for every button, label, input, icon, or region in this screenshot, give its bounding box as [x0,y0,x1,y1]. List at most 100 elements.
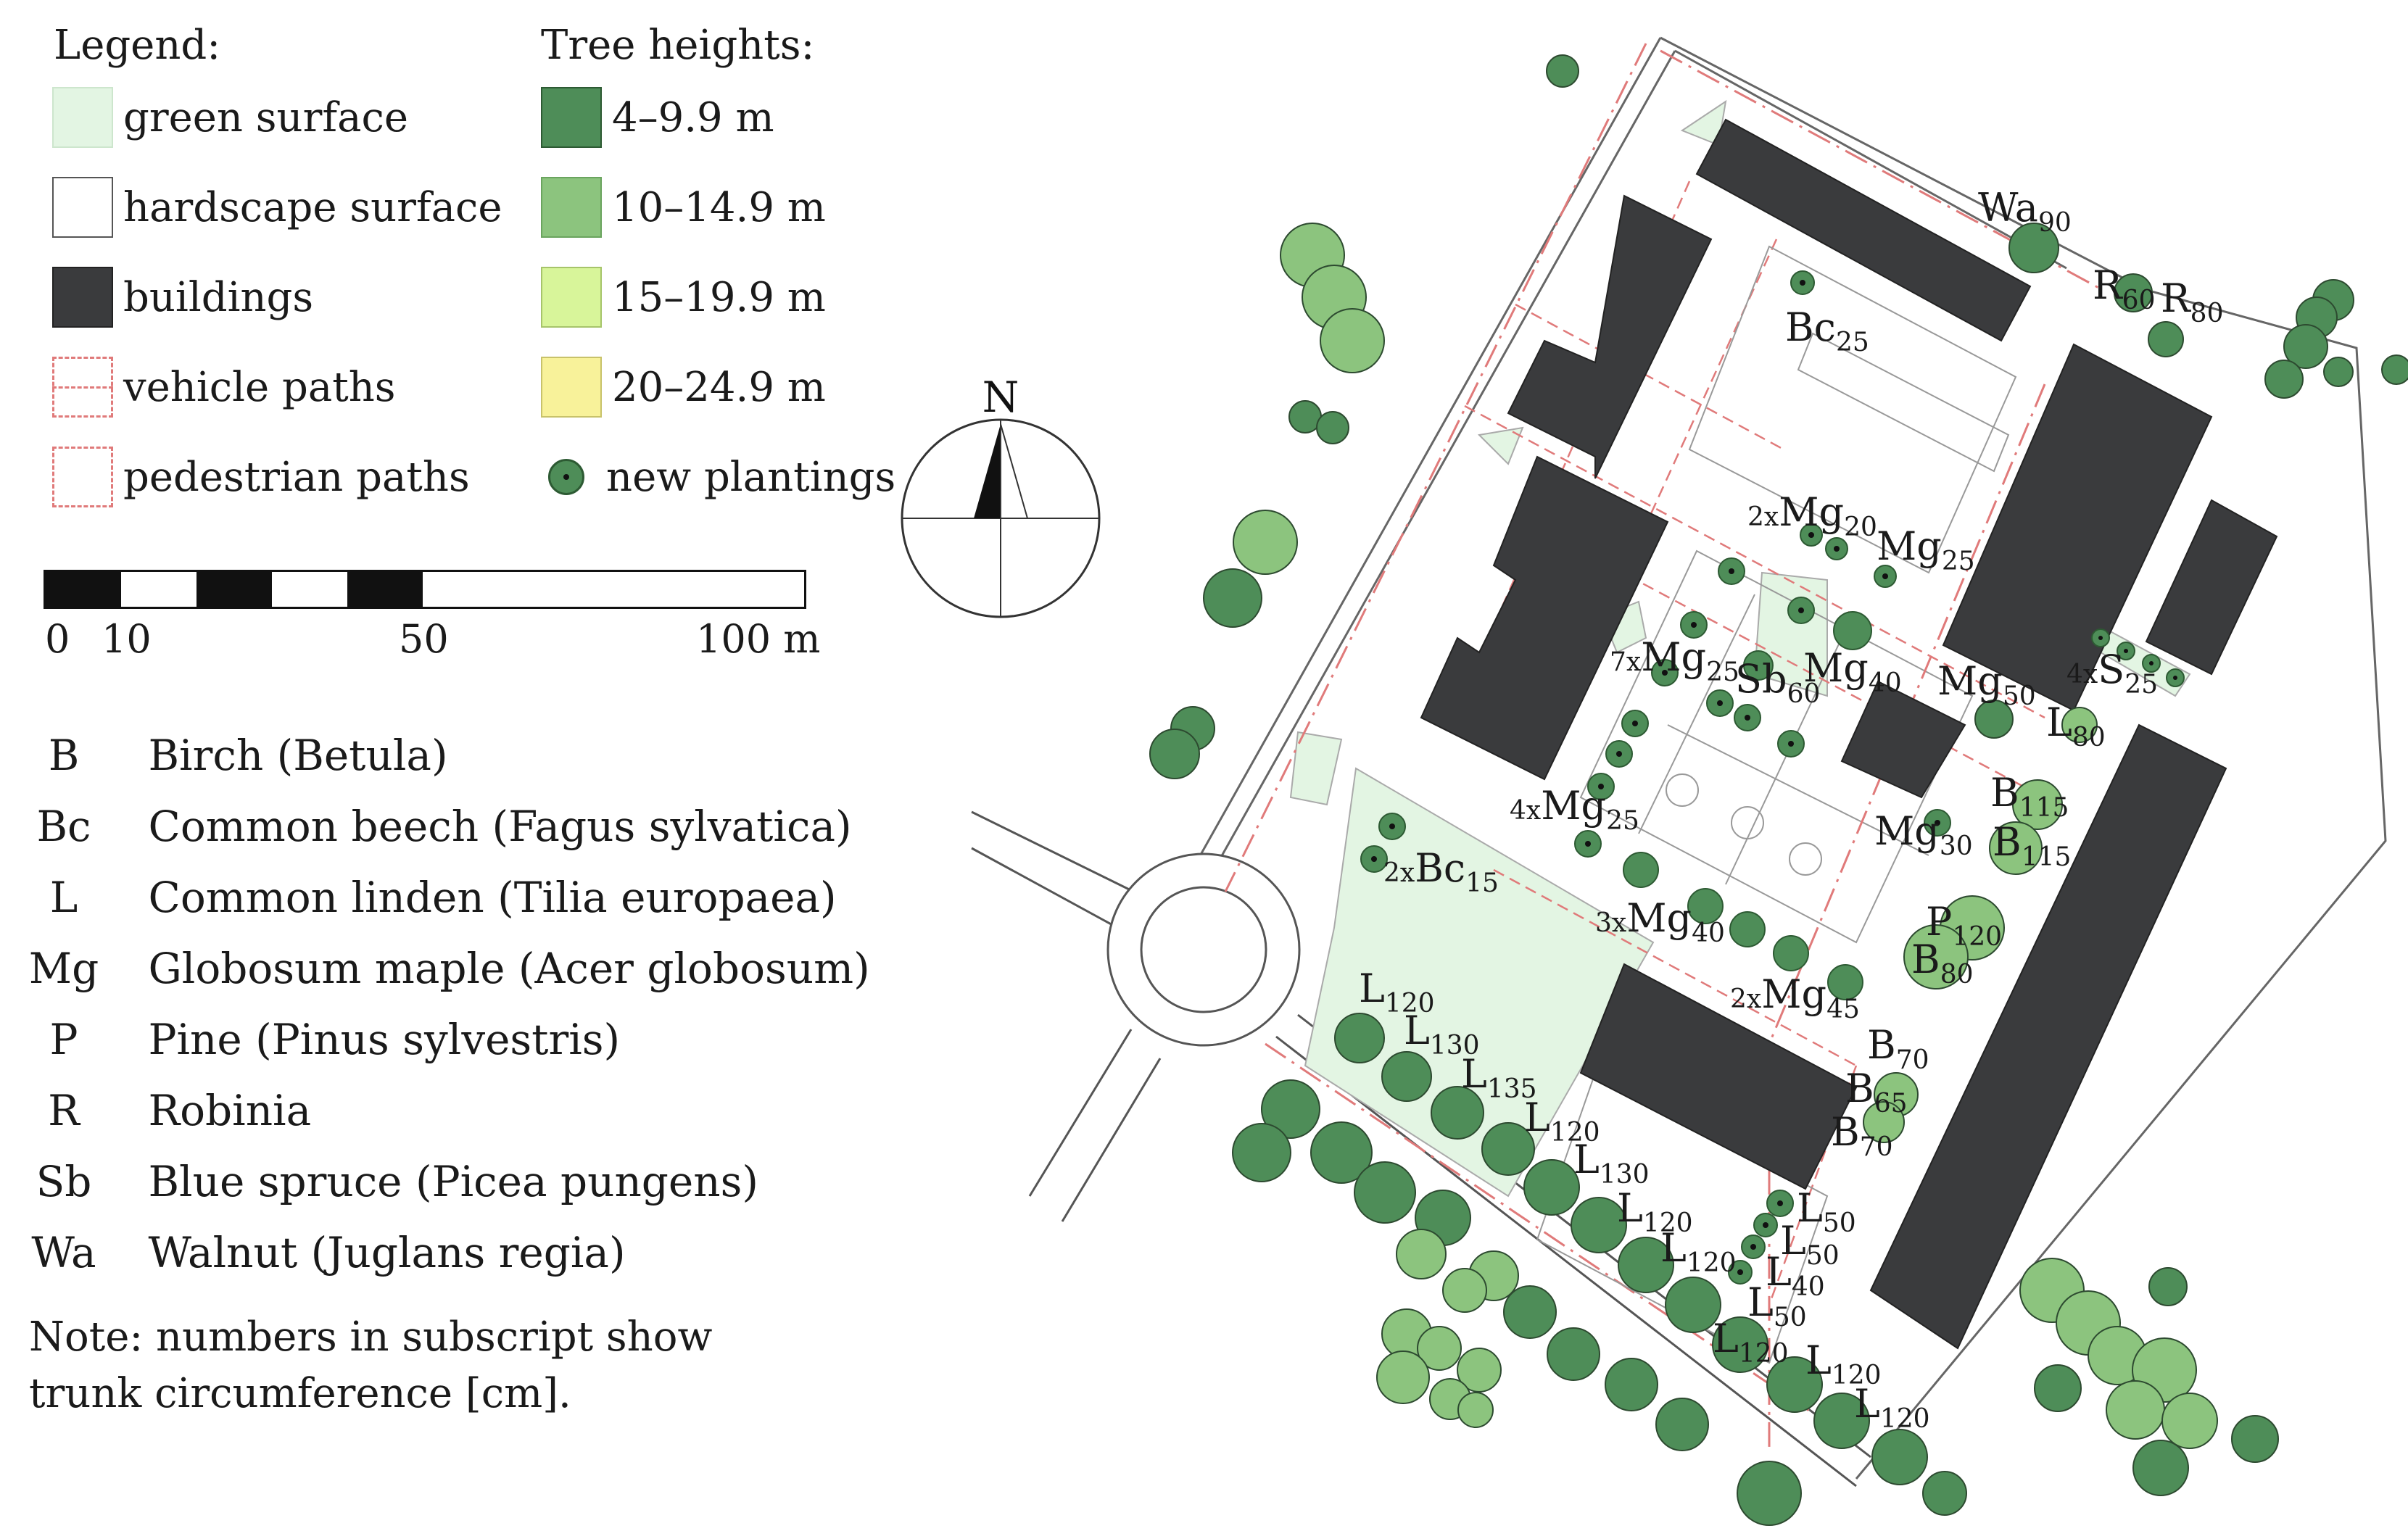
tree-label: B70 [1867,1022,1929,1075]
tree-label: Wa90 [1978,185,2072,238]
tree-label: R60 [2093,262,2155,315]
tree-trunk-circumference: 40 [1692,918,1725,948]
tree-label: 4xS25 [2066,647,2158,700]
tree-species-code: L [1660,1225,1687,1271]
tree-species-code: Mg [1761,971,1826,1017]
tree-trunk-circumference: 130 [1600,1160,1650,1190]
scale-tick: 0 [45,616,70,662]
tree-species-code: B [1845,1066,1874,1111]
legend-title: Legend: [54,22,221,69]
tree-species-code: L [1713,1316,1739,1361]
pedestrian-path-swatch [52,447,113,507]
height-swatch [541,267,602,328]
tree-label: L120 [1854,1381,1930,1434]
tree [2161,1393,2218,1449]
tree-species-code: Mg [1874,808,1940,854]
tree-species-code: L [1854,1381,1880,1427]
tree-species-code: Mg [1541,783,1606,829]
green-surface-swatch [52,87,113,148]
legend-label: hardscape surface [123,183,502,231]
species-code: L [49,873,78,922]
species-row: L Common linden (Tilia europaea) [22,873,837,922]
tree [2231,1415,2279,1463]
tree-species-code: L [1780,1218,1806,1264]
tree-label: L120 [1617,1185,1693,1238]
tree [1417,1326,1462,1371]
tree-label: L120 [1660,1225,1737,1278]
tree-label: Sb60 [1735,656,1820,709]
tree [1149,729,1200,779]
legend-item-new-plantings: new plantings [534,444,895,510]
tree-trunk-circumference: 30 [1940,831,1973,861]
new-plantings [1360,270,2185,1285]
tree-trunk-circumference: 50 [2003,681,2036,711]
tree-trunk-circumference: 70 [1860,1132,1893,1162]
buildings-swatch [52,267,113,328]
tree [1310,1121,1373,1184]
tree-label: Mg30 [1874,808,1973,861]
tree-species-code: L [1617,1185,1643,1231]
tree-count: 4x [2066,660,2098,689]
species-name: Common beech (Fagus sylvatica) [148,802,852,851]
species-code: Bc [36,802,91,851]
tree-species-code: L [1359,966,1385,1011]
block-boundary [1180,36,2387,1480]
tree-label: Bc25 [1785,304,1869,357]
tree-label: R80 [2161,275,2223,328]
tree [1712,1316,1768,1373]
tree-species-code: S [2098,647,2124,692]
north-arrow: N [901,373,1101,618]
note-line: Note: numbers in subscript show [29,1314,713,1361]
tree-label: L120 [1524,1095,1600,1148]
height-item-4: 20–24.9 m [541,354,826,420]
heights-title: Tree heights: [541,22,815,69]
tree-species-code: L [1797,1185,1823,1231]
tree [1546,54,1579,88]
tree-trunk-circumference: 120 [1687,1248,1737,1278]
tree-label: 4xMg25 [1510,783,1639,836]
scale-bar [44,570,806,609]
tree [1481,1122,1535,1176]
tree-label: L120 [1805,1337,1882,1390]
height-label: 10–14.9 m [612,183,826,231]
buildings [1420,118,2278,1350]
tree-species-code: Mg [1626,895,1692,941]
tree-label: 3xMg40 [1595,895,1725,948]
tree-label: Mg40 [1803,645,1902,698]
tree [1316,411,1349,444]
tree-count: 3x [1595,908,1626,938]
tree-trunk-circumference: 50 [1774,1303,1807,1332]
height-swatch [541,177,602,238]
height-item-3: 15–19.9 m [541,264,826,331]
tree-label: B70 [1831,1109,1893,1162]
tree-trunk-circumference: 15 [1465,868,1499,898]
tree-species-code: L [1805,1337,1832,1383]
height-swatch [541,87,602,148]
tree [1922,1471,1967,1516]
tree [1396,1229,1447,1279]
tree [1547,1327,1600,1381]
tree [2148,1267,2188,1306]
tree-label: Mg50 [1937,658,2036,711]
legend-label: new plantings [606,453,896,501]
tree-trunk-circumference: 120 [1832,1361,1882,1390]
note-line: trunk circumference [cm]. [29,1370,571,1417]
tree-count: 2x [1747,502,1779,532]
tree-count: 7x [1610,647,1641,677]
species-name: Pine (Pinus sylvestris) [148,1015,621,1064]
tree-label: L50 [1780,1218,1840,1271]
tree-label: L120 [1359,966,1435,1018]
legend-item-pedestrian-paths: pedestrian paths [52,444,470,510]
tree-trunk-circumference: 120 [1739,1339,1789,1369]
tree-trunk-circumference: 120 [1880,1404,1930,1434]
species-name: Globosum maple (Acer globosum) [148,944,870,993]
roundabout-island [1140,886,1267,1013]
tree-species-code: Wa [1978,185,2038,231]
tree [1261,1079,1320,1139]
tree-trunk-circumference: 90 [2038,208,2072,238]
tree-trunk-circumference: 40 [1792,1272,1825,1302]
height-item-2: 10–14.9 m [541,174,826,241]
tree [1665,1277,1721,1333]
species-code: Sb [36,1157,92,1206]
species-code: Wa [31,1228,96,1277]
